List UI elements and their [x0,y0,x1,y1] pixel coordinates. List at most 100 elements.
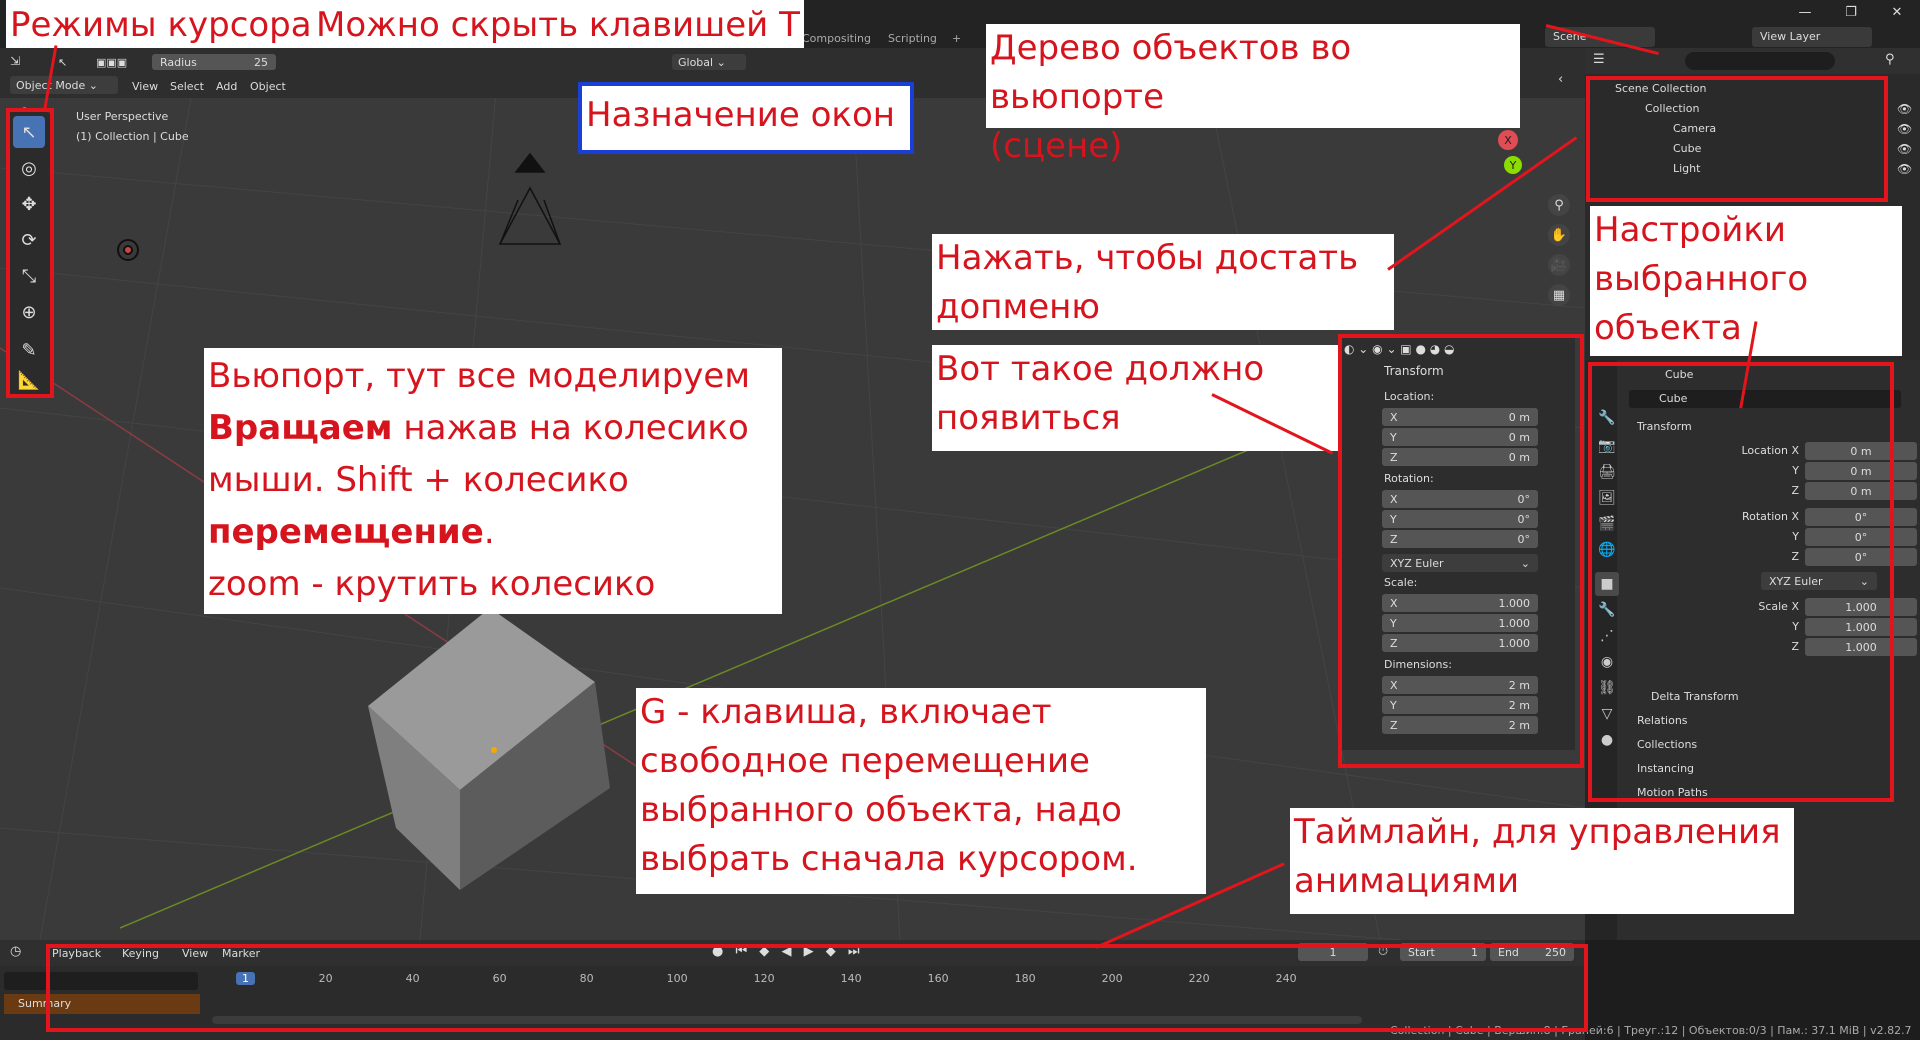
eye-icon[interactable]: 👁 [1897,142,1913,156]
material-icon[interactable]: ● [1600,732,1614,748]
prop-location-x[interactable]: 0 m [1805,442,1917,460]
sidebar-toggle-icon[interactable]: ‹ [1558,72,1564,87]
rotation-mode-dropdown[interactable]: XYZ Euler⌄ [1382,554,1538,572]
outliner-item-cube[interactable]: Cube [1643,140,1903,160]
grid-view-icon[interactable]: ▦ [1548,284,1570,306]
prop-location-z[interactable]: 0 m [1805,482,1917,500]
prop-scale-y[interactable]: 1.000 [1805,618,1917,636]
select-tool-icon[interactable]: ↖ [58,55,68,69]
filter-icon[interactable]: ⚲ [1885,52,1895,67]
menu-object[interactable]: Object [250,79,286,93]
render-icon[interactable]: 📷 [1598,438,1616,454]
minimize-icon[interactable]: — [1798,4,1812,20]
prop-scale-x[interactable]: 1.000 [1805,598,1917,616]
outliner-item-light[interactable]: Light [1643,160,1903,180]
tab-compositing[interactable]: Compositing [802,31,871,45]
outliner-search-input[interactable] [1685,52,1835,70]
eye-icon[interactable]: 👁 [1897,102,1913,116]
modifier-icon[interactable]: 🔧 [1598,602,1616,618]
scene-icon[interactable]: 🎬 [1598,516,1616,532]
rotate-tool[interactable]: ⟳ [21,229,37,251]
summary-row[interactable]: Summary [4,994,200,1014]
menu-keying[interactable]: Keying [122,946,159,960]
prop-scale-z[interactable]: 1.000 [1805,638,1917,656]
physics-icon[interactable]: ◉ [1600,654,1614,670]
stopwatch-icon[interactable]: ⏱ [1378,944,1389,959]
scale-tool[interactable]: ⤡ [21,265,37,287]
panel-delta-transform[interactable]: Delta Transform [1651,690,1739,703]
menu-timeline-view[interactable]: View [182,946,209,960]
sidebar-transform-title[interactable]: Transform [1384,364,1444,378]
constraints-icon[interactable]: ⛓ [1598,680,1616,696]
menu-marker[interactable]: Marker [222,946,261,960]
view-layer-icon[interactable]: 🖼 [1598,490,1616,506]
object-name-field[interactable]: Cube [1629,390,1901,408]
editor-type-icon[interactable]: ⇲ [10,54,21,68]
tool-settings-icon[interactable]: 🔧 [1598,410,1616,426]
panel-motion-paths[interactable]: Motion Paths [1637,786,1708,799]
radius-field[interactable]: Radius 25 [152,54,276,70]
timeline-scrollbar[interactable] [212,1016,1362,1024]
particles-icon[interactable]: ⋰ [1600,628,1614,644]
measure-tool[interactable]: 📐 [17,369,41,391]
camera-view-icon[interactable]: 🎥 [1548,254,1570,276]
cursor-tool[interactable]: ◎ [21,157,37,179]
output-icon[interactable]: 🖨 [1598,464,1616,480]
menu-add[interactable]: Add [216,79,238,93]
outliner-collection[interactable]: Collection [1645,102,1700,115]
zoom-icon[interactable]: ⚲ [1548,194,1570,216]
current-frame-marker[interactable]: 1 [236,972,255,985]
close-icon[interactable]: ✕ [1891,4,1903,20]
outliner-editor-icon[interactable]: ☰ [1593,52,1605,67]
properties-transform-title[interactable]: Transform [1637,420,1692,433]
orientation-dropdown[interactable]: Global ⌄ [672,54,746,70]
pan-hand-icon[interactable]: ✋ [1548,224,1570,246]
prop-rotation-z[interactable]: 0° [1805,548,1917,566]
mode-dropdown[interactable]: Object Mode ⌄ [10,76,118,94]
eye-icon[interactable]: 👁 [1897,162,1913,176]
prop-mode-dropdown[interactable]: XYZ Euler⌄ [1761,572,1877,590]
gizmo-x-icon[interactable]: X [1498,130,1518,150]
object-properties-icon[interactable]: ■ [1595,572,1619,596]
transform-tool[interactable]: ⊕ [21,301,37,323]
world-icon[interactable]: 🌐 [1598,542,1616,558]
menu-select[interactable]: Select [170,79,204,93]
prop-location-y[interactable]: 0 m [1805,462,1917,480]
panel-relations[interactable]: Relations [1637,714,1688,727]
view-layer-selector[interactable]: View Layer [1752,27,1872,47]
panel-instancing[interactable]: Instancing [1637,762,1695,775]
sidebar-tab-strip[interactable] [1342,378,1368,508]
annotate-tool[interactable]: ✎ [21,339,37,361]
panel-collections[interactable]: Collections [1637,738,1698,751]
shading-buttons[interactable]: ◐ ⌄ ◉ ⌄ ▣ ● ◕ ◒ [1344,342,1455,356]
timeline-editor-icon[interactable]: ◷ [10,944,22,959]
outliner-scene-collection[interactable]: Scene Collection [1615,82,1707,95]
gizmo-y-icon[interactable]: Y [1504,156,1522,174]
prop-rotation-y[interactable]: 0° [1805,528,1917,546]
menu-playback[interactable]: Playback [52,946,102,960]
eye-icon[interactable]: 👁 [1897,122,1913,136]
maximize-icon[interactable]: ❐ [1845,4,1857,20]
outliner-item-camera[interactable]: Camera [1643,120,1903,140]
selection-mode-icons[interactable]: ▣▣▣ [96,55,128,69]
timeline-search-input[interactable] [4,972,198,990]
move-tool[interactable]: ✥ [21,193,37,215]
select-box-tool[interactable]: ↖ [13,116,45,148]
data-icon[interactable]: ▽ [1601,706,1613,722]
prop-rotation-x[interactable]: 0° [1805,508,1917,526]
tab-scripting[interactable]: Scripting [888,31,937,45]
menu-view[interactable]: View [132,79,159,93]
